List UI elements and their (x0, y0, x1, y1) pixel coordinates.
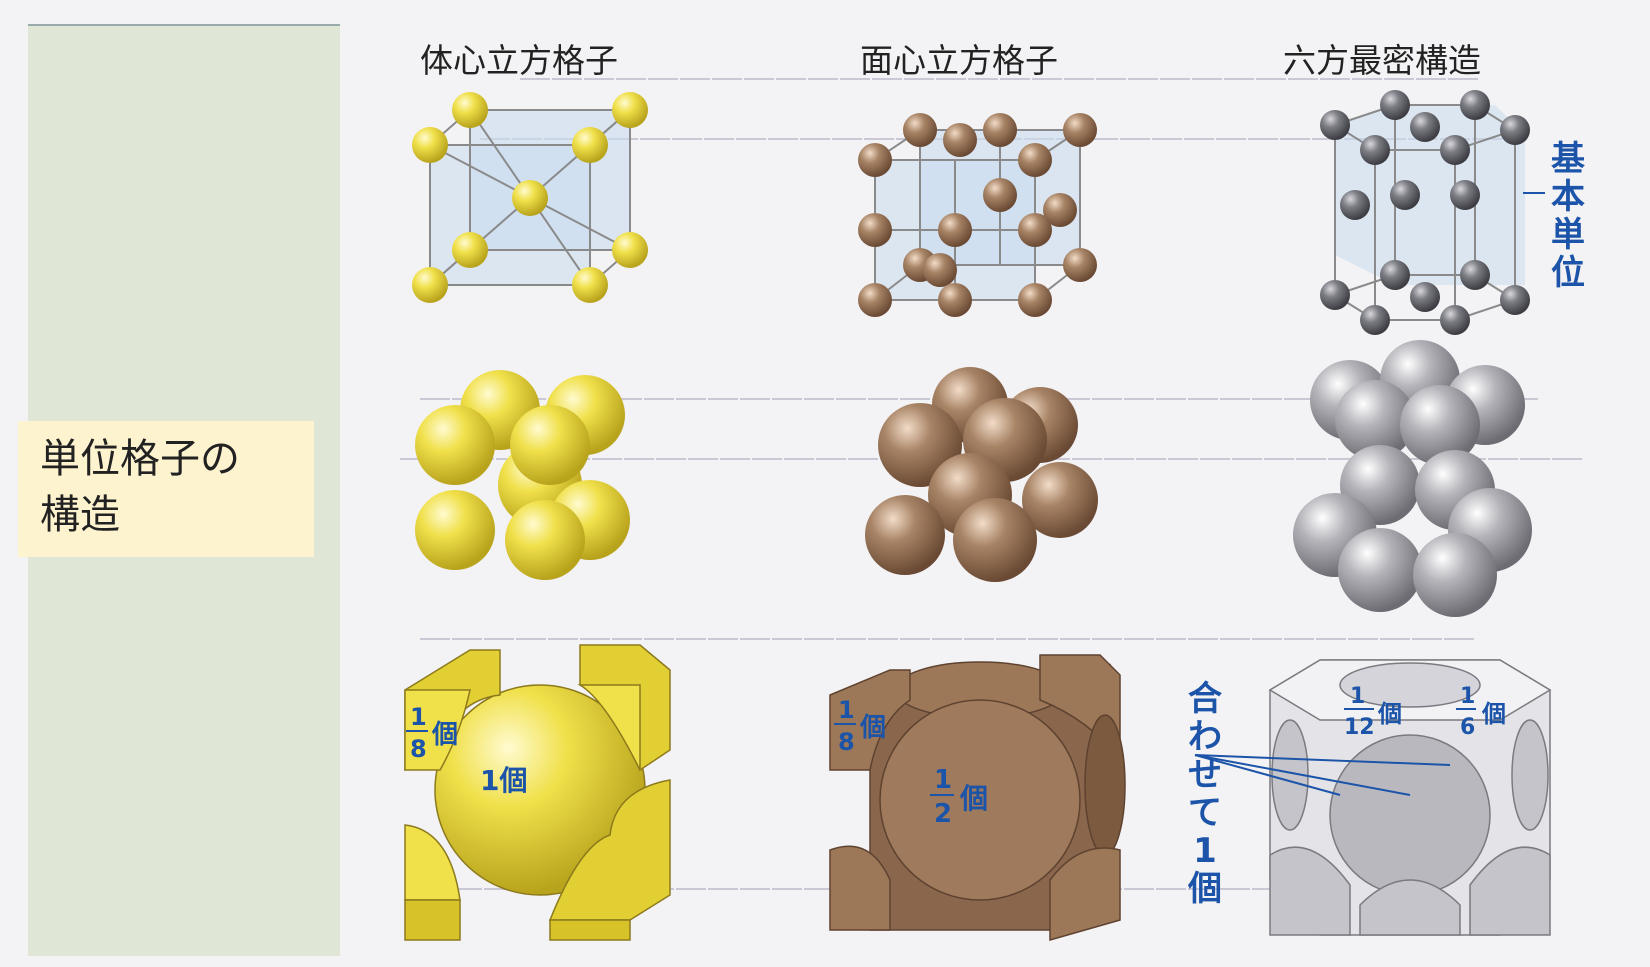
fcc-corner-unit: 個 (859, 713, 886, 743)
hcp-atom (1360, 135, 1390, 165)
bcc-center-annotation: 1個 (480, 764, 527, 797)
hcp-atom (1460, 90, 1490, 120)
bcc-corner-den: 8 (410, 735, 427, 763)
hcp-atom (1440, 135, 1470, 165)
hcp-atom (1410, 282, 1440, 312)
bcc-center-atom (512, 180, 548, 216)
bcc-atom (452, 92, 488, 128)
hcp-lattice-diagram (1320, 90, 1545, 335)
fcc-atom (1063, 248, 1097, 282)
fcc-face-unit: 個 (959, 782, 988, 815)
hcp-basic-unit-label: 基本単位 (1551, 139, 1585, 293)
fcc-atom (1043, 193, 1077, 227)
hcp-atom (1450, 180, 1480, 210)
hcp-a-den: 12 (1344, 715, 1375, 740)
combined-pointer-lines (1194, 754, 1451, 796)
bcc-atom (612, 92, 648, 128)
hcp-atoms (1320, 90, 1530, 335)
combined-label: 合わせて1個 (1188, 679, 1222, 909)
fcc-face-disk (879, 699, 1081, 901)
hcp-atom (1460, 260, 1490, 290)
fcc-atom (1018, 143, 1052, 177)
fcc-atom (858, 213, 892, 247)
fcc-lattice-diagram (858, 113, 1097, 317)
hcp-annotation-a: 1 12 個 (1344, 684, 1402, 740)
hcp-atom (1380, 90, 1410, 120)
fcc-atom (923, 253, 957, 287)
bcc-corner-num: 1 (410, 703, 427, 731)
row-label-line2: 構造 (40, 492, 120, 538)
hcp-packing-model (1293, 340, 1532, 617)
hcp-atom (1320, 280, 1350, 310)
hcp-atom (1500, 285, 1530, 315)
fcc-corner-den: 8 (838, 728, 855, 756)
hcp-atom (1410, 112, 1440, 142)
hcp-b-unit: 個 (1481, 700, 1506, 728)
fcc-atoms (858, 113, 1097, 317)
bcc-packing-model (415, 370, 630, 580)
hcp-middle-atom (1329, 734, 1491, 896)
hcp-atom (1320, 110, 1350, 140)
fcc-atom (938, 283, 972, 317)
row-label-box: 単位格子の 構造 (18, 421, 314, 557)
bleed-through-text: ―――――――――――――――――――――――――――――― (520, 60, 1480, 95)
bcc-corner-unit: 個 (431, 720, 458, 750)
hcp-atom (1340, 190, 1370, 220)
title-hcp: 六方最密構造 (1283, 41, 1481, 80)
fcc-atom (1018, 283, 1052, 317)
hcp-atom (1500, 115, 1530, 145)
fcc-unit-cell-cutaway: 1 8 個 1 2 個 (829, 654, 1126, 941)
hcp-atom (1360, 305, 1390, 335)
fcc-atom (983, 113, 1017, 147)
fcc-face-num: 1 (934, 765, 952, 795)
hcp-atom (1380, 260, 1410, 290)
fcc-packing-model (865, 367, 1098, 582)
bcc-atom (412, 127, 448, 163)
hcp-atom (1440, 305, 1470, 335)
fcc-atom (903, 113, 937, 147)
hcp-unit-cell-cutaway: 1 12 個 1 6 個 (1194, 659, 1552, 936)
fcc-face-den: 2 (934, 799, 952, 829)
bcc-atom (412, 267, 448, 303)
fcc-atom (943, 123, 977, 157)
fcc-atom (983, 178, 1017, 212)
fcc-atom (1063, 113, 1097, 147)
row-label-line1: 単位格子の (40, 436, 240, 482)
bcc-atom (572, 127, 608, 163)
title-fcc: 面心立方格子 (860, 41, 1058, 80)
bcc-atom (452, 232, 488, 268)
fcc-corner-num: 1 (838, 696, 855, 724)
fcc-atom (858, 283, 892, 317)
fcc-corner-annotation: 1 8 個 (834, 696, 886, 756)
hcp-annotation-b: 1 6 個 (1456, 684, 1506, 740)
title-bcc: 体心立方格子 (420, 41, 618, 80)
bcc-corner-annotation: 1 8 個 (406, 703, 458, 763)
bcc-atoms (412, 92, 648, 303)
hcp-a-num: 1 (1350, 684, 1365, 709)
hcp-b-den: 6 (1460, 715, 1475, 740)
hcp-a-unit: 個 (1377, 700, 1402, 728)
bcc-unit-cell-cutaway: 1 8 個 1個 (404, 644, 671, 941)
fcc-atom (938, 213, 972, 247)
hcp-atom (1390, 180, 1420, 210)
fcc-atom (1018, 213, 1052, 247)
bcc-atom (612, 232, 648, 268)
fcc-atom (858, 143, 892, 177)
fcc-face-annotation: 1 2 個 (930, 765, 988, 829)
bcc-atom (572, 267, 608, 303)
bcc-lattice-diagram (412, 92, 648, 303)
hcp-b-num: 1 (1460, 684, 1475, 709)
